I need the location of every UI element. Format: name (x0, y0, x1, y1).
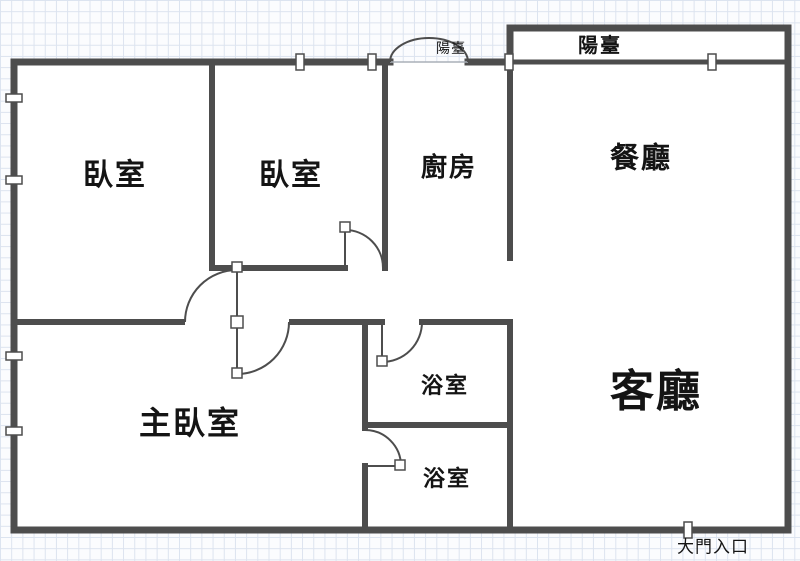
bedroom2-door-arc (344, 229, 384, 269)
door-jamb-marker (394, 459, 406, 471)
room-label-kitchen: 廚房 (420, 152, 478, 182)
window-marker (707, 53, 717, 71)
room-label-bathroom-1: 浴室 (420, 373, 470, 398)
room-label-dining-room: 餐廳 (609, 142, 673, 175)
door-jamb-marker (339, 221, 351, 233)
door-jamb-marker (376, 355, 388, 367)
window-marker (504, 53, 514, 71)
window-marker (5, 175, 23, 185)
entrance-door-marker (683, 521, 693, 539)
bathroom1-door-arc (381, 321, 423, 363)
room-label-balcony-main: 陽臺 (578, 35, 622, 57)
window-marker (295, 53, 305, 71)
door-jamb-marker (231, 261, 243, 273)
window-marker (5, 351, 23, 361)
room-label-bedroom-2: 臥室 (259, 159, 323, 192)
room-label-bathroom-2: 浴室 (422, 466, 472, 491)
door-jamb-marker (230, 315, 244, 329)
room-label-master-bedroom: 主臥室 (138, 405, 242, 441)
window-marker (367, 53, 377, 71)
window-marker (5, 93, 23, 103)
room-label-living-room: 客廳 (610, 367, 702, 416)
bedroom1-door-arc (184, 269, 238, 323)
balcony-door-arc (389, 37, 469, 63)
room-label-bedroom-1: 臥室 (83, 159, 147, 192)
window-marker (5, 426, 23, 436)
entrance-label: 大門入口 (677, 537, 749, 557)
room-label-balcony-small: 陽臺 (436, 40, 466, 56)
door-jamb-marker (231, 367, 243, 379)
master-door-arc (236, 321, 290, 375)
apartment-floor (14, 28, 788, 530)
